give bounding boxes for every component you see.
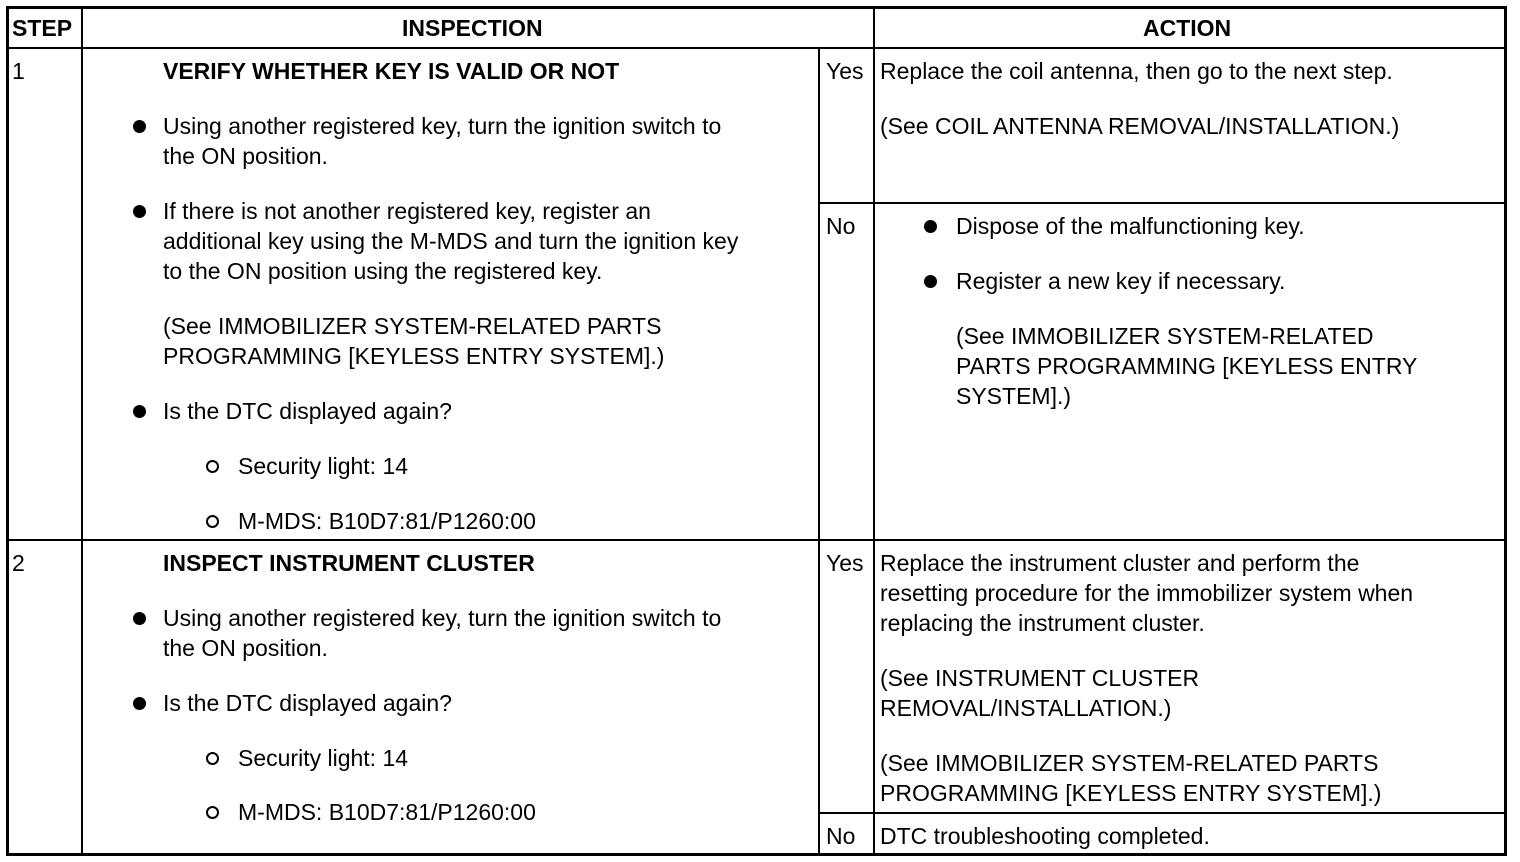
bullet-dot-icon <box>133 405 146 418</box>
action-line: Replace the instrument cluster and perfo… <box>880 550 1360 576</box>
action-line: PARTS PROGRAMMING [KEYLESS ENTRY <box>956 353 1418 379</box>
step-title: VERIFY WHETHER KEY IS VALID OR NOT <box>163 58 620 84</box>
yes-label: Yes <box>826 58 864 84</box>
header-step: STEP <box>12 15 73 41</box>
inspection-line: the ON position. <box>163 143 328 169</box>
bullet-circle-icon <box>206 752 219 765</box>
inspection-line: PROGRAMMING [KEYLESS ENTRY SYSTEM].) <box>163 343 665 369</box>
action-line: SYSTEM].) <box>956 383 1072 409</box>
col-divider-action <box>873 7 875 855</box>
inspection-line: Security light: 14 <box>238 453 409 479</box>
header-action: ACTION <box>1143 15 1232 41</box>
action-line: Replace the coil antenna, then go to the… <box>880 58 1393 84</box>
inspection-line: Security light: 14 <box>238 745 409 771</box>
row1-yes-no-divider <box>818 202 1506 204</box>
action-line: (See COIL ANTENNA REMOVAL/INSTALLATION.) <box>880 113 1400 139</box>
action-line: replacing the instrument cluster. <box>880 610 1205 636</box>
action-line: REMOVAL/INSTALLATION.) <box>880 695 1172 721</box>
no-label: No <box>826 823 856 849</box>
step-title: INSPECT INSTRUMENT CLUSTER <box>163 550 535 576</box>
action-line: Dispose of the malfunctioning key. <box>956 213 1305 239</box>
inspection-line: Using another registered key, turn the i… <box>163 113 722 139</box>
bullet-circle-icon <box>206 806 219 819</box>
action-line: Register a new key if necessary. <box>956 268 1286 294</box>
action-line: PROGRAMMING [KEYLESS ENTRY SYSTEM].) <box>880 780 1382 806</box>
inspection-line: (See IMMOBILIZER SYSTEM-RELATED PARTS <box>163 313 662 339</box>
action-line: resetting procedure for the immobilizer … <box>880 580 1414 606</box>
bullet-dot-icon <box>133 612 146 625</box>
inspection-line: Using another registered key, turn the i… <box>163 605 722 631</box>
inspection-line: additional key using the M-MDS and turn … <box>163 228 739 254</box>
bullet-circle-icon <box>206 515 219 528</box>
action-line: (See IMMOBILIZER SYSTEM-RELATED PARTS <box>880 750 1379 776</box>
action-line: DTC troubleshooting completed. <box>880 823 1210 849</box>
inspection-line: M-MDS: B10D7:81/P1260:00 <box>238 799 536 825</box>
col-divider-step <box>81 7 83 855</box>
inspection-line: If there is not another registered key, … <box>163 198 651 224</box>
header-inspection: INSPECTION <box>402 15 543 41</box>
action-line: (See INSTRUMENT CLUSTER <box>880 665 1200 691</box>
inspection-line: Is the DTC displayed again? <box>163 690 452 716</box>
bullet-circle-icon <box>206 460 219 473</box>
bullet-dot-icon <box>133 205 146 218</box>
row-divider <box>7 539 1506 541</box>
header-divider <box>7 47 1506 49</box>
inspection-line: the ON position. <box>163 635 328 661</box>
inspection-line: to the ON position using the registered … <box>163 258 603 284</box>
yes-label: Yes <box>826 550 864 576</box>
action-line: (See IMMOBILIZER SYSTEM-RELATED <box>956 323 1374 349</box>
bullet-dot-icon <box>133 697 146 710</box>
col-divider-answer <box>818 48 820 855</box>
no-label: No <box>826 213 856 239</box>
bullet-dot-icon <box>133 120 146 133</box>
bullet-dot-icon <box>924 220 937 233</box>
bullet-dot-icon <box>924 275 937 288</box>
inspection-line: M-MDS: B10D7:81/P1260:00 <box>238 508 536 534</box>
step-number: 2 <box>12 550 25 576</box>
inspection-line: Is the DTC displayed again? <box>163 398 452 424</box>
row2-yes-no-divider <box>818 812 1506 814</box>
step-number: 1 <box>12 58 25 84</box>
troubleshooting-table <box>6 6 1507 856</box>
